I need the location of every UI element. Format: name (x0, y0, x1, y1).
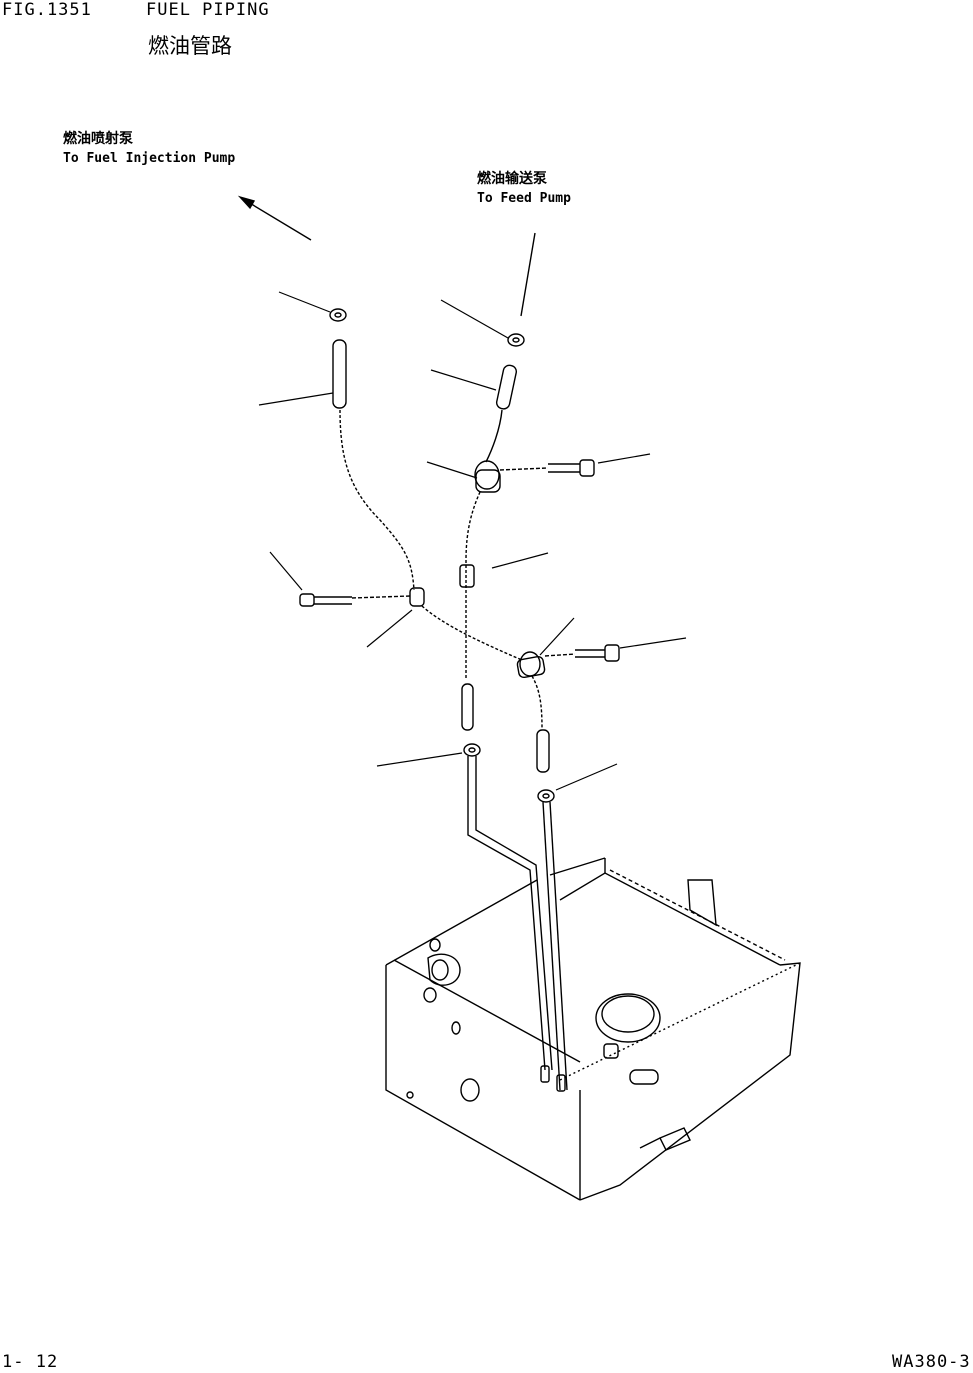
pipe-supply (467, 756, 546, 1071)
fuel-tank (385, 857, 801, 1201)
model-number: WA380-3 (892, 1352, 971, 1372)
clamp-middle (459, 564, 475, 588)
pipe-feed-upper (485, 409, 503, 463)
hose-left-top (332, 339, 347, 409)
page-number: 1- 12 (2, 1352, 59, 1372)
figure-number: FIG.1351 (2, 0, 92, 20)
banjo-joint-right (516, 651, 546, 679)
figure-title: FUEL PIPING (146, 0, 270, 20)
nut-feed-top (507, 333, 525, 347)
filler-cap (595, 993, 661, 1043)
injection-pump-arrow (237, 195, 312, 241)
bolt-left (299, 593, 411, 607)
feed-pump-label: To Feed Pump (477, 191, 571, 206)
pipe-left-upper (339, 409, 415, 591)
pipe-right-mid (531, 675, 543, 729)
hose-feed-top (495, 364, 518, 410)
injection-pump-label-chinese: 燃油喷射泵 (63, 131, 133, 147)
nut-middle-lower (463, 743, 481, 757)
pipe-crossover (421, 605, 523, 661)
nut-right-lower (537, 789, 555, 803)
hose-right (536, 729, 550, 773)
banjo-joint-top (474, 460, 501, 493)
pipe-supply-edge (475, 756, 553, 1071)
hose-middle (461, 683, 474, 731)
feed-pump-label-chinese: 燃油输送泵 (477, 171, 547, 187)
tee-joint-left (409, 587, 425, 607)
nut-left-top (329, 308, 347, 322)
pipe-middle (465, 491, 481, 680)
pipe-return (542, 801, 561, 1091)
pipe-return-edge (549, 801, 568, 1091)
bolt-top-right (499, 459, 595, 477)
leader-lines (258, 291, 687, 791)
figure-title-chinese: 燃油管路 (148, 34, 232, 58)
feed-pump-arrow (520, 232, 536, 317)
injection-pump-label: To Fuel Injection Pump (63, 151, 236, 166)
bolt-right (544, 644, 620, 662)
